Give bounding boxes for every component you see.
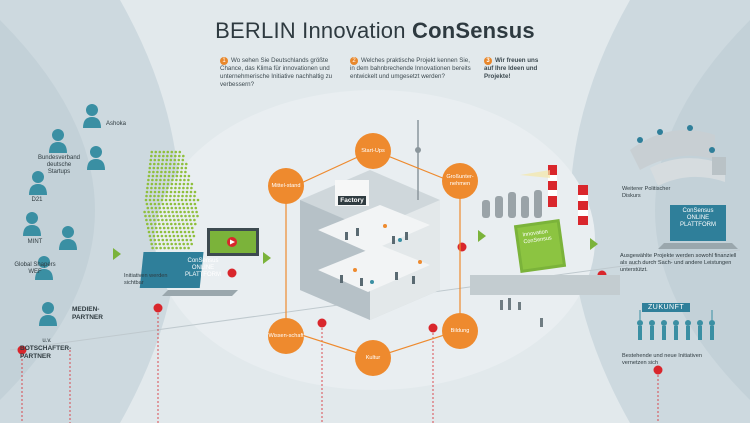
partner-people xyxy=(23,104,105,326)
hub-node-mittelstand: Mittel-stand xyxy=(268,168,304,204)
zukunft-sign: ZUKUNFT xyxy=(642,303,691,312)
hub-node-grossunternehmen: Großunter-nehmen xyxy=(442,163,478,199)
crowd xyxy=(470,275,620,327)
partner-label-mint: MINT xyxy=(27,239,43,245)
audience-lighthouses xyxy=(482,165,588,225)
factory-building xyxy=(300,120,440,320)
botschafter-partner-label: BOTSCHAFTER-PARTNER xyxy=(20,345,72,360)
laptop-right xyxy=(658,205,738,249)
platform-right-label: ConSensus ONLINE PLATTFORM xyxy=(680,208,716,228)
page-title: BERLIN Innovation ConSensus xyxy=(215,18,535,43)
factory-sign: Factory xyxy=(340,197,364,204)
partner-label-ashoka: Ashoka xyxy=(106,121,127,127)
hub-node-kultur: Kultur xyxy=(355,340,391,376)
discourse-text: Weiterer Politischer Diskurs xyxy=(622,186,671,199)
initiatives-visible-label: Initiativen werden sichtbar xyxy=(124,273,168,286)
partner-label-startups: Bundesverband deutsche Startups xyxy=(37,155,81,175)
flow-arrows xyxy=(113,230,598,264)
parliament xyxy=(630,125,726,186)
funding-text: Ausgewählte Projekte werden sowohl finan… xyxy=(620,253,737,273)
consensus-book xyxy=(513,219,567,273)
partner-label-global-shapers: Global Shapers WEF xyxy=(14,262,56,275)
media-partner-label: MEDIEN-PARTNER xyxy=(72,306,103,321)
zukunft-people xyxy=(637,310,715,340)
hub-node-startups: Start-Ups xyxy=(355,133,391,169)
hub-node-bildung: Bildung xyxy=(442,313,478,349)
laptop-left xyxy=(139,228,259,296)
network-text: Bestehende und neue Initiativen vernetze… xyxy=(622,353,702,366)
partner-label-uv: u.v. xyxy=(42,338,52,344)
germany-map xyxy=(143,150,200,250)
hub-node-wissenschaft: Wissen-schaft xyxy=(268,318,304,354)
platform-left-label: ConSensus ONLINE PLATTFORM xyxy=(185,258,221,278)
partner-label-d21: D21 xyxy=(31,197,43,203)
